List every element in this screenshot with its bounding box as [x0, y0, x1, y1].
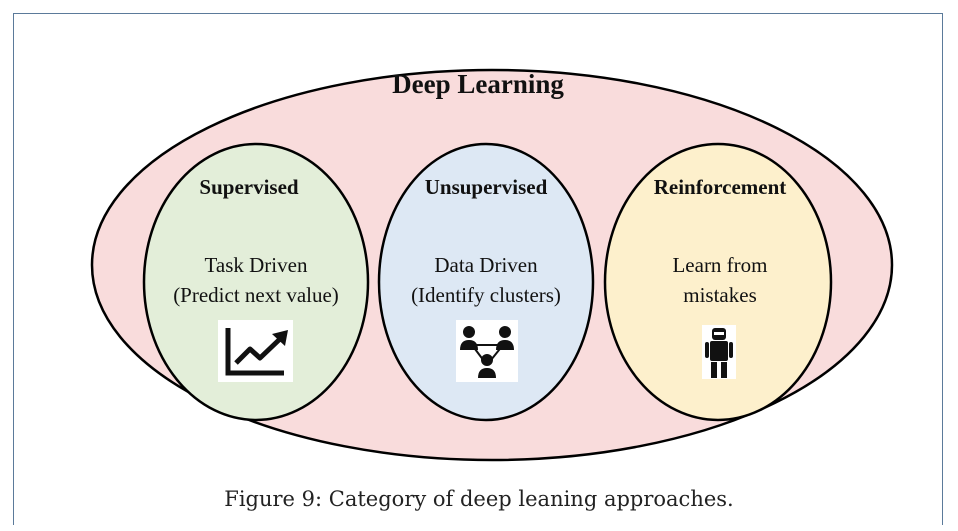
reinforcement-line1: Learn from [672, 253, 767, 277]
category-reinforcement: Reinforcement Learn from mistakes [603, 142, 833, 422]
reinforcement-ellipse [603, 142, 833, 422]
figure-caption: Figure 9: Category of deep leaning appro… [224, 487, 734, 511]
supervised-heading: Supervised [199, 175, 299, 199]
diagram-title: Deep Learning [392, 69, 564, 99]
figure-frame [13, 13, 943, 525]
line-chart-trend-icon [218, 320, 293, 382]
unsupervised-ellipse [377, 142, 595, 422]
category-supervised: Supervised Task Driven (Predict next val… [142, 142, 370, 422]
reinforcement-heading: Reinforcement [654, 175, 787, 199]
supervised-ellipse [142, 142, 370, 422]
robot-icon [702, 325, 736, 379]
supervised-line1: Task Driven [205, 253, 308, 277]
unsupervised-line2: (Identify clusters) [411, 283, 561, 307]
unsupervised-line1: Data Driven [434, 253, 538, 277]
unsupervised-heading: Unsupervised [425, 175, 548, 199]
supervised-line2: (Predict next value) [173, 283, 339, 307]
reinforcement-line2: mistakes [683, 283, 757, 307]
people-cluster-icon [456, 320, 518, 382]
category-unsupervised: Unsupervised Data Driven (Identify clust… [377, 142, 595, 422]
